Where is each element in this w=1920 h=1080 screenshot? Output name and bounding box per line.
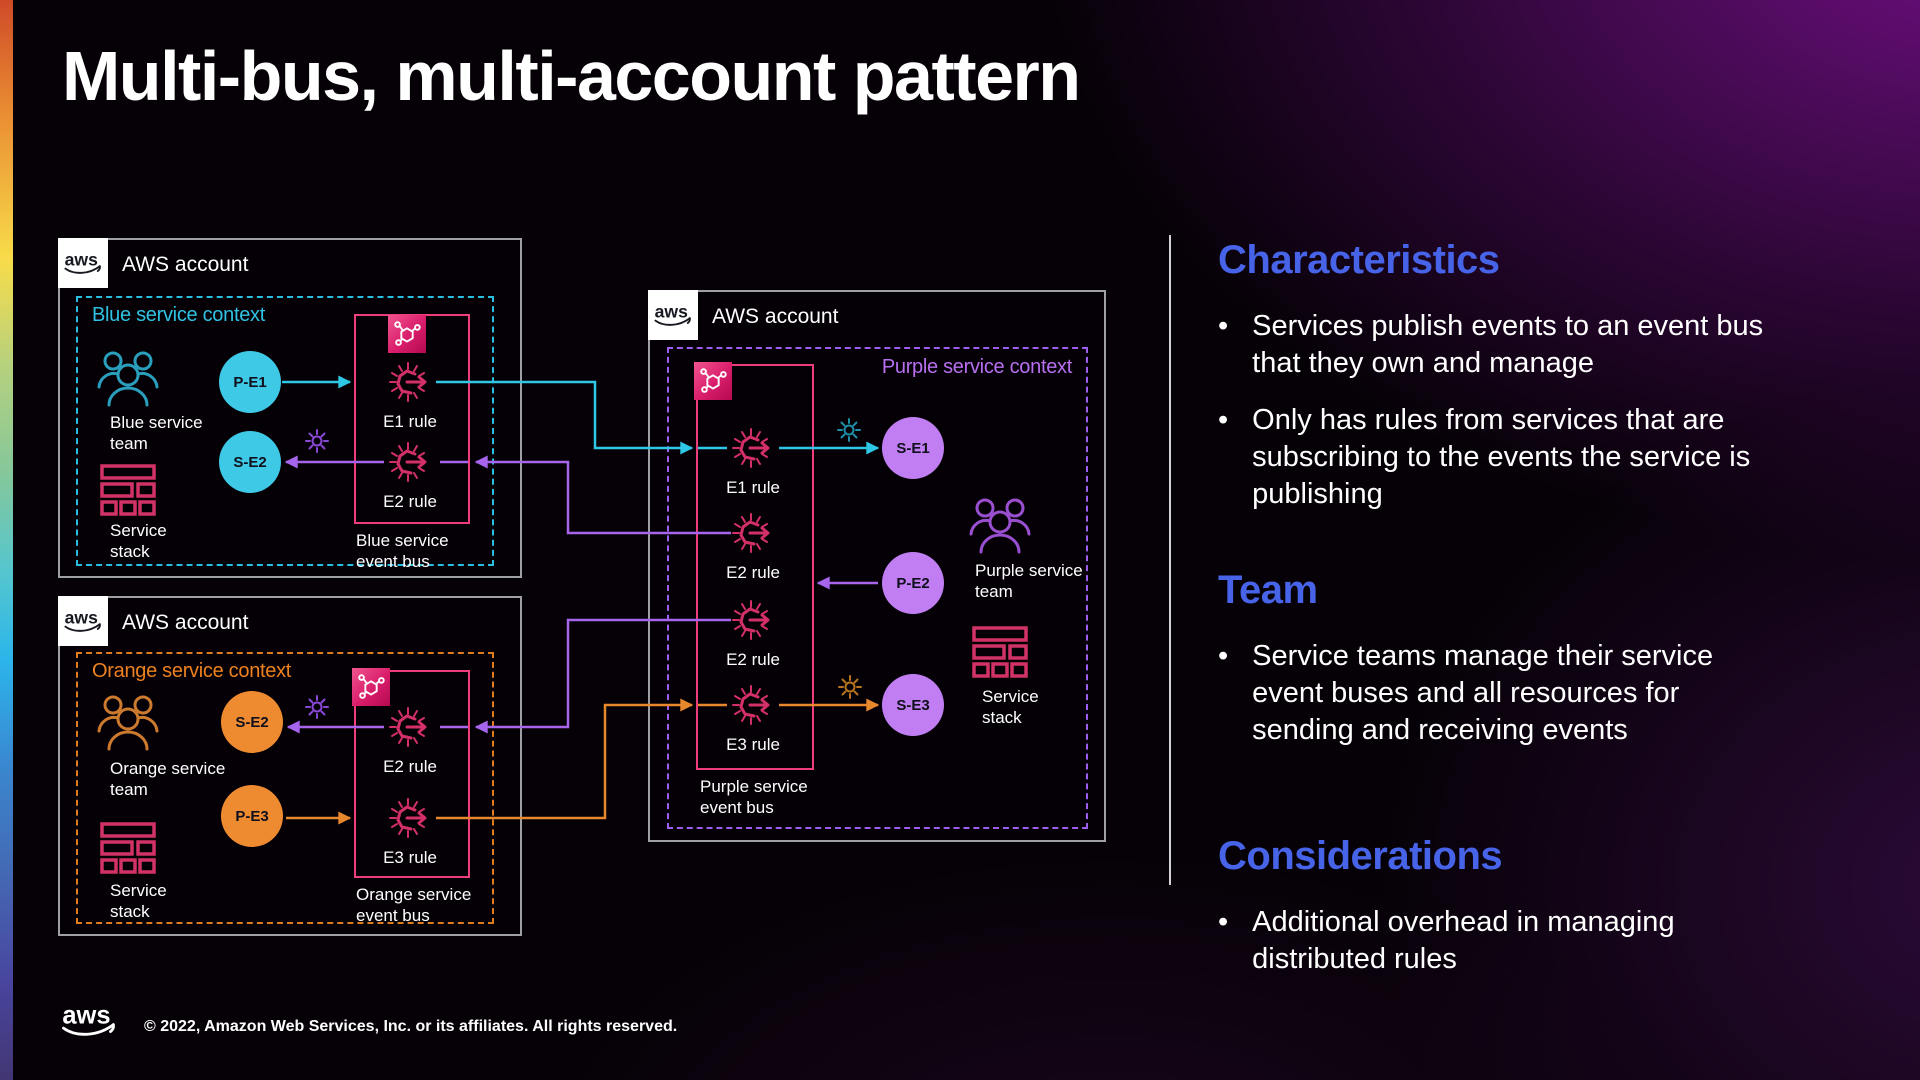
bullet-text: Additional overhead in managing distribu… [1252, 906, 1675, 975]
team-label: Purple service team [975, 561, 1083, 602]
aws-account-label: AWS account [712, 305, 839, 328]
bus-label-blue: Blue service event bus [356, 531, 449, 572]
rule-icon-blue-e1 [386, 358, 434, 406]
aws-logo-icon [63, 249, 103, 277]
bus-label-orange: Orange service event bus [356, 885, 472, 926]
rule-icon-orange-e2 [386, 703, 434, 751]
team-icon [96, 346, 160, 410]
subscriber-circle-s-e2-orange: S-E2 [221, 691, 283, 753]
service-stack-icon [100, 464, 156, 516]
service-stack-icon [100, 822, 156, 874]
rule-label-purple-e3: E3 rule [726, 735, 780, 754]
section-heading-considerations: Considerations [1218, 834, 1503, 878]
eventbridge-glyph-icon [696, 364, 730, 398]
publisher-circle-p-e1: P-E1 [219, 351, 281, 413]
eventbridge-icon [388, 315, 426, 353]
bullet-item: • Additional overhead in managing distri… [1218, 904, 1778, 978]
publisher-circle-p-e3: P-E3 [221, 785, 283, 847]
aws-logo-badge [58, 596, 108, 646]
eventbridge-icon [694, 362, 732, 400]
subscriber-circle-s-e3: S-E3 [882, 674, 944, 736]
team-label: Blue service team [110, 413, 203, 454]
bullet-dot: • [1218, 310, 1229, 342]
rule-icon-purple-e1 [729, 424, 777, 472]
copyright-text: © 2022, Amazon Web Services, Inc. or its… [144, 1018, 678, 1035]
team-icon [96, 690, 160, 754]
bullet-text: Service teams manage their service event… [1252, 640, 1714, 746]
rule-label-purple-e1: E1 rule [726, 478, 780, 497]
context-label-orange: Orange service context [92, 660, 292, 682]
rule-icon-purple-e2a [729, 509, 777, 557]
page-title: Multi-bus, multi-account pattern [62, 37, 1081, 115]
bullet-item: • Service teams manage their service eve… [1218, 638, 1778, 748]
aws-logo-icon [653, 301, 693, 329]
stack-label: Service stack [110, 881, 167, 922]
bullet-dot: • [1218, 640, 1229, 672]
eventbridge-glyph-icon [354, 670, 388, 704]
aws-logo-badge [58, 238, 108, 288]
event-burst-icon-purple [304, 428, 330, 454]
aws-logo-badge [648, 290, 698, 340]
rule-label-purple-e2a: E2 rule [726, 563, 780, 582]
stack-label: Service stack [982, 687, 1039, 728]
event-burst-icon-cyan [836, 417, 862, 443]
rule-label-orange-e2: E2 rule [383, 757, 437, 776]
stack-label: Service stack [110, 521, 167, 562]
service-stack-icon [972, 626, 1028, 678]
bullet-dot: • [1218, 906, 1229, 938]
eventbridge-icon [352, 668, 390, 706]
team-icon [968, 493, 1032, 557]
subscriber-circle-s-e2-blue: S-E2 [219, 431, 281, 493]
bullet-dot: • [1218, 404, 1229, 436]
event-burst-icon-purple [304, 694, 330, 720]
bus-label-purple: Purple service event bus [700, 777, 808, 818]
team-label: Orange service team [110, 759, 226, 800]
publisher-circle-p-e2: P-E2 [882, 552, 944, 614]
vertical-divider [1169, 235, 1171, 885]
event-burst-icon-orange [837, 674, 863, 700]
section-heading-characteristics: Characteristics [1218, 238, 1500, 282]
rule-icon-purple-e3 [729, 681, 777, 729]
eventbridge-glyph-icon [390, 317, 424, 351]
rule-label-orange-e3: E3 rule [383, 848, 437, 867]
rule-label-purple-e2b: E2 rule [726, 650, 780, 669]
bullet-item: • Only has rules from services that are … [1218, 402, 1778, 512]
bullet-item: • Services publish events to an event bu… [1218, 308, 1778, 382]
rule-icon-orange-e3 [386, 794, 434, 842]
event-bus-box-purple [696, 364, 814, 770]
rule-label-blue-e2: E2 rule [383, 492, 437, 511]
bullet-text: Services publish events to an event bus … [1252, 310, 1764, 379]
aws-account-label: AWS account [122, 611, 249, 634]
rule-icon-purple-e2b [729, 596, 777, 644]
aws-logo-icon [63, 607, 103, 635]
rule-icon-blue-e2 [386, 438, 434, 486]
subscriber-circle-s-e1: S-E1 [882, 417, 944, 479]
rainbow-accent-strip [0, 0, 13, 1080]
section-heading-team: Team [1218, 568, 1318, 612]
context-label-purple: Purple service context [881, 356, 1072, 378]
aws-account-label: AWS account [122, 253, 249, 276]
rule-label-blue-e1: E1 rule [383, 412, 437, 431]
context-label-blue: Blue service context [92, 304, 265, 326]
aws-footer-logo-icon [60, 998, 118, 1042]
bullet-text: Only has rules from services that are su… [1252, 404, 1751, 510]
service-context-purple [667, 347, 1088, 829]
